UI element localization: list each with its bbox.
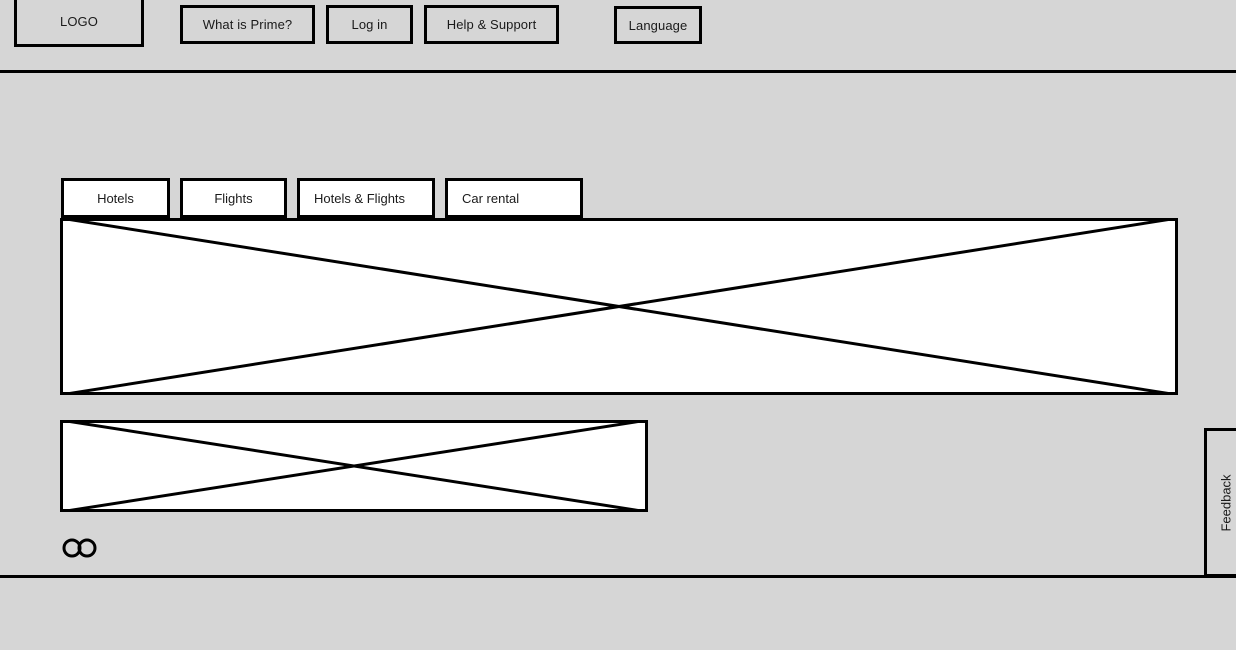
secondary-image-placeholder bbox=[60, 420, 648, 512]
nav-item-what-is-prime[interactable]: What is Prime? bbox=[180, 5, 315, 44]
hero-image-placeholder bbox=[60, 218, 1178, 395]
feedback-tab-label: Feedback bbox=[1218, 473, 1234, 532]
header-divider bbox=[0, 70, 1236, 73]
tab-flights[interactable]: Flights bbox=[180, 178, 287, 218]
nav-item-label: What is Prime? bbox=[202, 17, 293, 32]
tab-hotels-flights[interactable]: Hotels & Flights bbox=[297, 178, 435, 218]
main-content: Hotels Flights Hotels & Flights Car rent… bbox=[0, 73, 1236, 577]
nav-item-log-in[interactable]: Log in bbox=[326, 5, 413, 44]
tab-label: Hotels bbox=[97, 190, 134, 206]
tab-hotels[interactable]: Hotels bbox=[61, 178, 170, 218]
nav-item-label: Log in bbox=[351, 17, 388, 32]
tab-label: Flights bbox=[214, 190, 253, 206]
tab-label: Car rental bbox=[462, 190, 520, 206]
tab-label: Hotels & Flights bbox=[314, 190, 406, 206]
nav-item-label: Help & Support bbox=[446, 17, 537, 32]
feedback-tab[interactable]: Feedback bbox=[1204, 428, 1236, 577]
double-circle-icon[interactable] bbox=[62, 537, 98, 559]
search-tab-bar: Hotels Flights Hotels & Flights Car rent… bbox=[61, 178, 583, 218]
logo-label: LOGO bbox=[60, 14, 98, 29]
site-footer bbox=[0, 578, 1236, 650]
nav-item-help-support[interactable]: Help & Support bbox=[424, 5, 559, 44]
language-selector[interactable]: Language bbox=[614, 6, 702, 44]
site-header: LOGO What is Prime? Log in Help & Suppor… bbox=[0, 0, 1236, 73]
tab-car-rental[interactable]: Car rental bbox=[445, 178, 583, 218]
language-selector-label: Language bbox=[628, 17, 688, 33]
logo[interactable]: LOGO bbox=[14, 0, 144, 47]
footer-divider bbox=[0, 575, 1236, 578]
